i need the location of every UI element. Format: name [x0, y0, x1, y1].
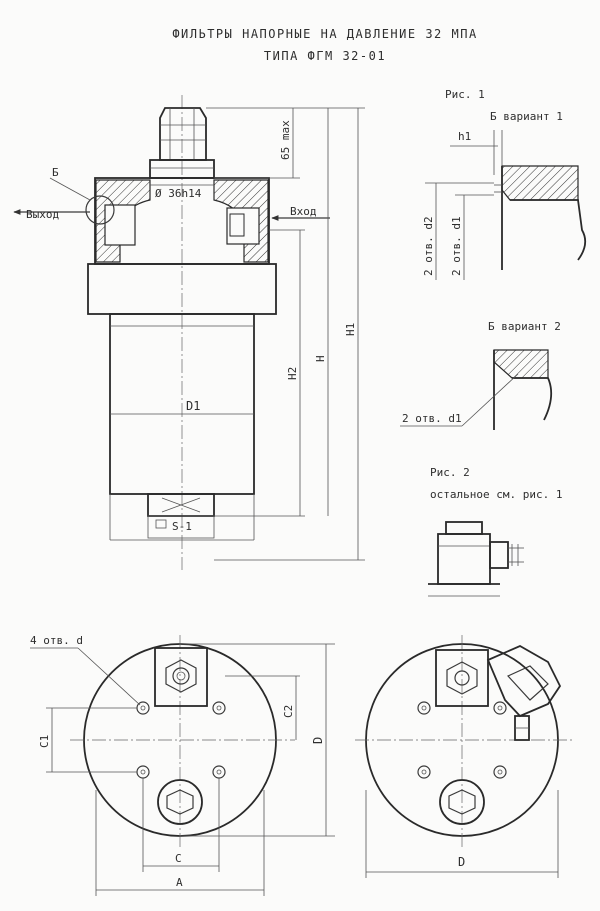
- mounting-holes-right: [417, 701, 507, 779]
- bottom-plug-right: [439, 779, 485, 825]
- inlet-label: Вход: [290, 205, 317, 218]
- dim-c: C: [175, 852, 182, 865]
- dim-h: H: [314, 355, 327, 362]
- title-line-1: ФИЛЬТРЫ НАПОРНЫЕ НА ДАВЛЕНИЕ 32 МПА: [172, 27, 477, 41]
- fig2-connector: [489, 541, 509, 569]
- fig2-note: остальное см. рис. 1: [430, 488, 562, 501]
- check-valve: [229, 213, 245, 237]
- dim-c1: C1: [38, 735, 51, 748]
- dim-h2: H2: [286, 367, 299, 380]
- fig1-variant2: Б вариант 2: [488, 320, 561, 333]
- holes-d-label: 4 отв. d: [30, 634, 83, 647]
- fig2-caption: Рис. 2: [430, 466, 470, 479]
- square-symbol: [155, 519, 167, 529]
- top-fitting: [159, 107, 207, 161]
- fig1-holes-d2: 2 отв. d2: [422, 216, 435, 276]
- fig1-v2-holes-d1: 2 отв. d1: [402, 412, 462, 425]
- fig1-variant1: Б вариант 1: [490, 110, 563, 123]
- fig1-v2-hatched-section: [493, 349, 549, 379]
- dim-c2: C2: [282, 705, 295, 718]
- bottom-view-right: D: [355, 635, 572, 878]
- dim-36h14: Ø 36h14: [155, 187, 202, 200]
- dim-d: D: [311, 737, 325, 744]
- bottom-plug-top-view: [157, 779, 203, 825]
- plug-wrench-zone: [147, 515, 215, 539]
- bottom-view-left: 4 отв. d C1 C2 D C A: [30, 634, 335, 896]
- fig1-v1-hatched-section: [501, 165, 579, 201]
- fig1-holes-d1: 2 отв. d1: [450, 216, 463, 276]
- title-line-2: ТИПА ФГМ 32-01: [264, 49, 386, 63]
- fig2-detail: Рис. 2 остальное см. рис. 1: [428, 466, 562, 597]
- fig1-h1: h1: [458, 130, 471, 143]
- dim-65max: 65 max: [279, 120, 292, 160]
- dim-h1: H1: [344, 323, 357, 336]
- fig1-caption: Рис. 1: [445, 88, 485, 101]
- dim-d-right: D: [458, 855, 465, 869]
- dim-a: A: [176, 876, 183, 889]
- electrical-connector: [486, 644, 562, 718]
- dim-s1: S-1: [172, 520, 192, 533]
- head-fitting-top: [154, 647, 208, 707]
- detail-b-circle: [85, 195, 115, 225]
- fig1-detail: Рис. 1 Б вариант 1 h1 2 отв. d2 2 отв. d…: [400, 88, 587, 430]
- filter-side-view: Б Выход Вход Ø 36h14 65 max H2 H H1 D1 S…: [13, 95, 365, 570]
- head-fitting-right: [435, 649, 489, 707]
- outlet-label: Выход: [26, 208, 59, 221]
- fig2-head: [437, 533, 491, 585]
- outlet-port: [104, 204, 136, 246]
- dim-d1: D1: [186, 399, 200, 413]
- detail-b-label: Б: [52, 166, 59, 179]
